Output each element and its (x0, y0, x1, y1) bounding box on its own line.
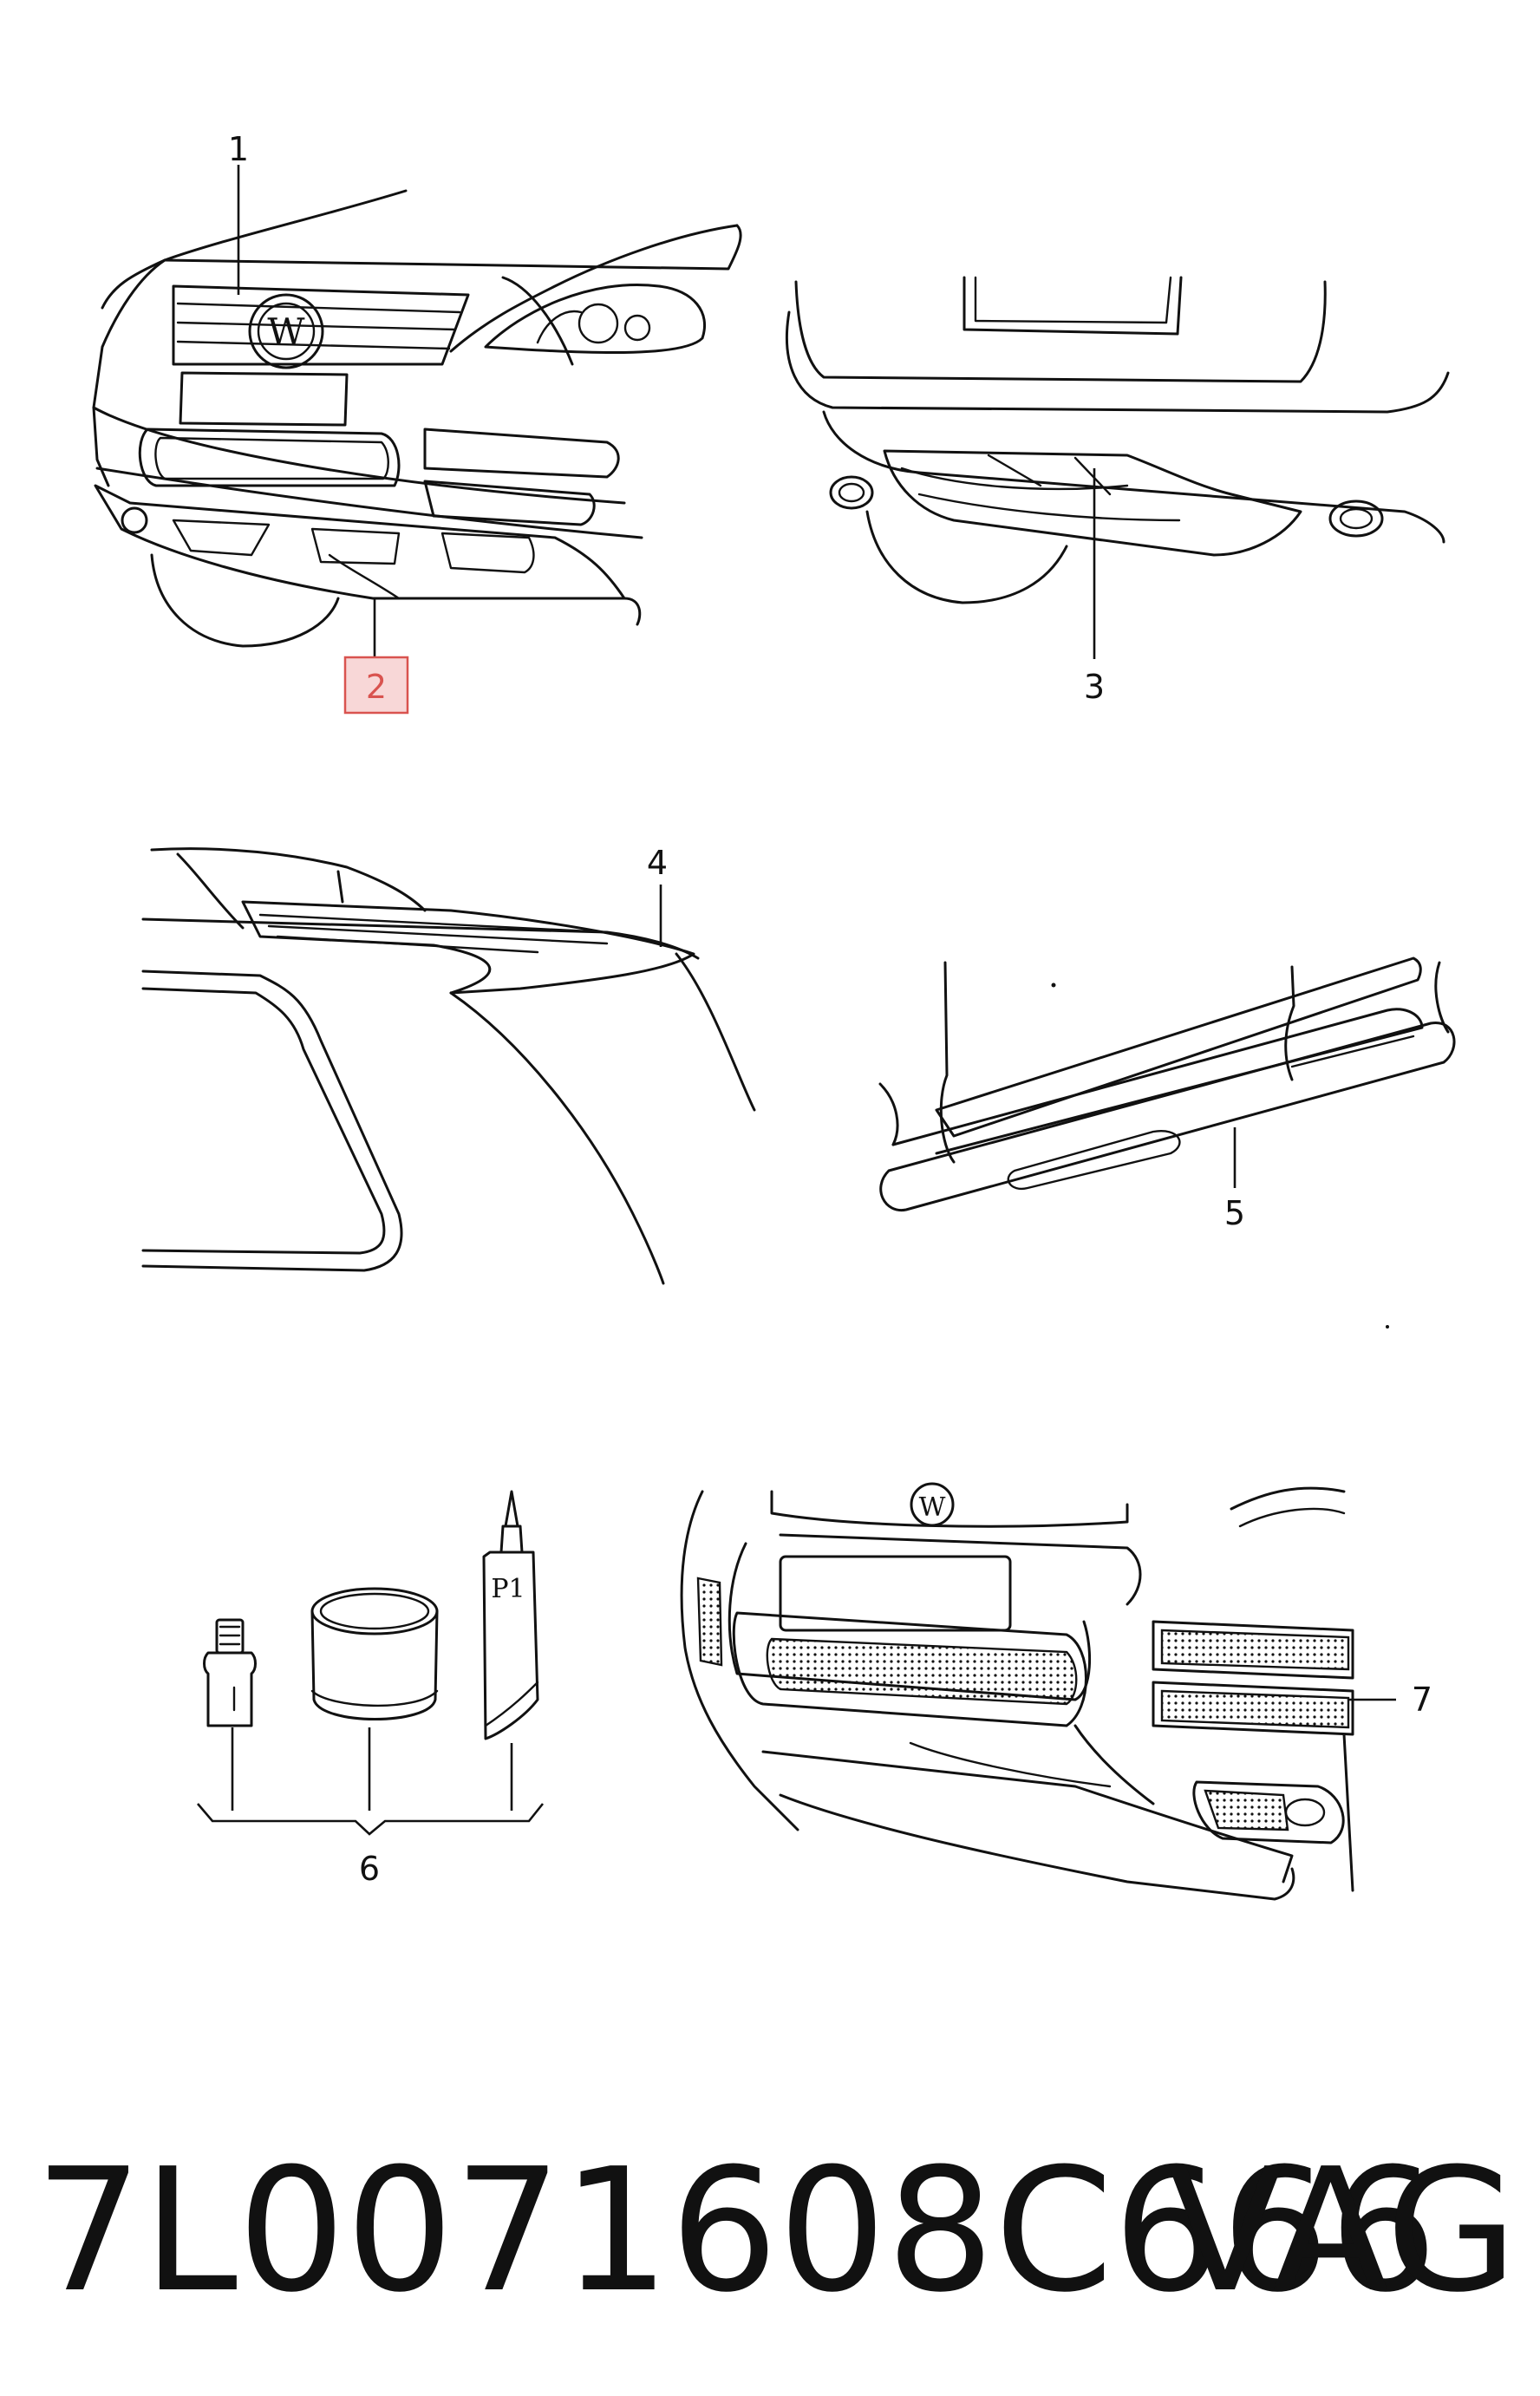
footer: 7L0071608C666 VAG (35, 2132, 1517, 2330)
callout-2: 2 (366, 668, 387, 706)
callout-5: 5 (1224, 1194, 1245, 1232)
side-sill-illustration: 5 (878, 956, 1456, 1329)
callout-7: 7 (1412, 1681, 1432, 1719)
vw-badge-letter-2: W (919, 1492, 946, 1523)
adhesive-kit-illustration: P1 6 (197, 1490, 545, 1888)
primer-bottle (203, 1651, 257, 1727)
part-number: 7L0071608C666 (35, 2132, 1438, 2330)
front-spoiler (94, 484, 626, 600)
tape-roll-top (310, 1587, 439, 1635)
rear-view-illustration: 3 (785, 276, 1450, 706)
tape-roll (310, 1609, 439, 1720)
side-sill (879, 1022, 1456, 1211)
roof-spoiler (241, 900, 695, 995)
plate-recess (779, 1555, 1012, 1632)
radiator-grille (172, 284, 470, 366)
front-view-illustration: W 1 2 (92, 130, 742, 715)
vw-badge-letter: W (267, 310, 305, 353)
bracket-6 (197, 1803, 545, 1836)
upper-side-mesh (1160, 1629, 1350, 1671)
callout-1: 1 (228, 130, 249, 168)
callout-3: 3 (1084, 668, 1105, 706)
brand-name: VAG (1167, 2132, 1517, 2330)
badge-ring (248, 293, 324, 369)
rear-diffuser (883, 449, 1302, 557)
left-edge-mesh (696, 1577, 723, 1667)
adhesive-tube (482, 1551, 539, 1740)
lower-side-mesh (1160, 1689, 1350, 1729)
roof-spoiler-illustration: 4 (141, 844, 756, 1285)
tube-nozzle (504, 1490, 519, 1528)
front-mesh-illustration: W 7 (680, 1482, 1432, 1901)
fog-lamp-mesh (1204, 1789, 1289, 1831)
callout-2-highlight (343, 656, 409, 715)
callout-6: 6 (359, 1850, 380, 1888)
center-mesh-grille (766, 1637, 1078, 1706)
tube-label: P1 (491, 1574, 525, 1604)
callout-4: 4 (647, 844, 668, 882)
